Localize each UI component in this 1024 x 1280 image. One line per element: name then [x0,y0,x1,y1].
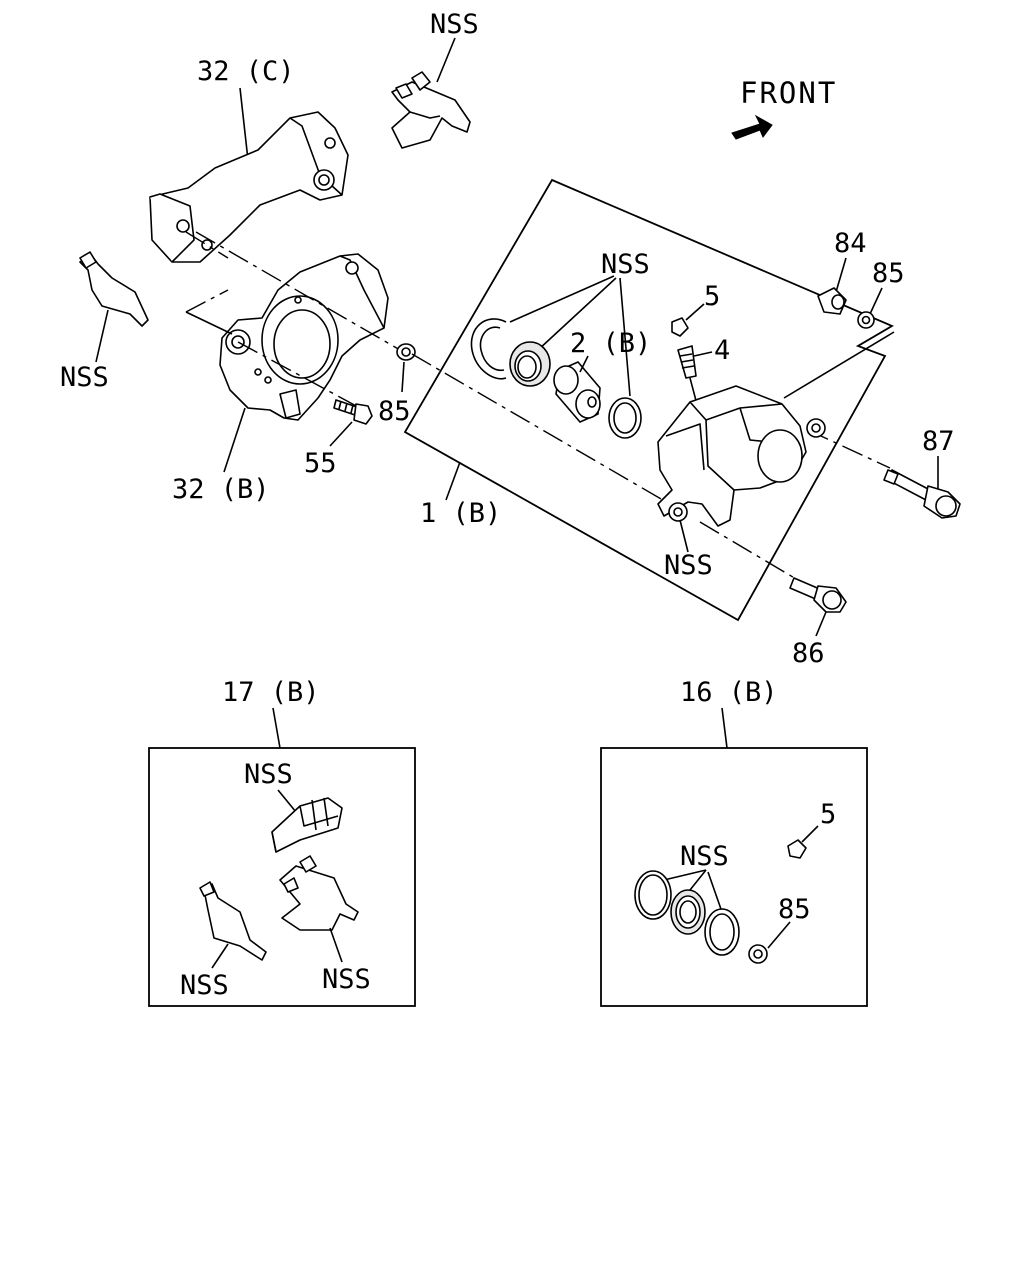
seal-group: NSS 2 (B) [470,249,651,439]
caliper-assy-label: 1 (B) [420,498,501,529]
bracket-32b-part: 32 (B) [172,253,389,505]
nss-clip-left-label: NSS [180,970,229,1001]
bracket-b-label: 32 (B) [172,474,270,505]
caliper-body-part: NSS [657,331,895,581]
bushing-84-label: 84 [834,228,867,259]
front-indicator: FRONT [731,76,837,140]
cap-5-label: 5 [704,281,720,312]
bolt-55-part: 55 [304,399,373,479]
bracket-c-label: 32 (C) [197,56,295,87]
nss-left-label: NSS [60,362,109,393]
washer-85-right-part: 85 [857,258,905,329]
top-clip-part: NSS [391,9,479,149]
bolt-87-part: 87 [883,426,961,519]
bolt-87-label: 87 [922,426,955,457]
nss-clip-right-label: NSS [322,964,371,995]
front-label: FRONT [740,76,837,110]
seal-kit-box: 16 (B) 5 NSS 85 [600,677,868,1007]
nss-top-label: NSS [430,9,479,40]
seal-kit-label: 16 (B) [680,677,778,708]
kit-cap-5-label: 5 [820,799,836,830]
kit-nss-label: NSS [680,841,729,872]
washer-85-left-label: 85 [378,396,411,427]
bolt-86-part: 86 [789,577,847,669]
nss-pads-label: NSS [244,759,293,790]
bleeder-4-label: 4 [714,335,730,366]
bolt-55-label: 55 [304,448,337,479]
front-arrow-icon [731,114,773,140]
washer-85-left-part: 85 [378,343,416,427]
nss-seals-label: NSS [601,249,650,280]
bracket-32c-part: 32 (C) [149,56,349,263]
bolt-86-label: 86 [792,638,825,669]
bushing-84-part: 84 [817,228,867,315]
kit-washer-85-label: 85 [778,894,811,925]
washer-85-right-label: 85 [872,258,905,289]
pad-kit-box: 17 (B) NSS NSS NSS [148,677,416,1007]
nss-caliper-label: NSS [664,550,713,581]
left-clip-part: NSS [60,251,149,393]
pad-kit-label: 17 (B) [222,677,320,708]
caliper-assembly-box: 1 (B) [403,178,894,622]
piston-label: 2 (B) [570,328,651,359]
